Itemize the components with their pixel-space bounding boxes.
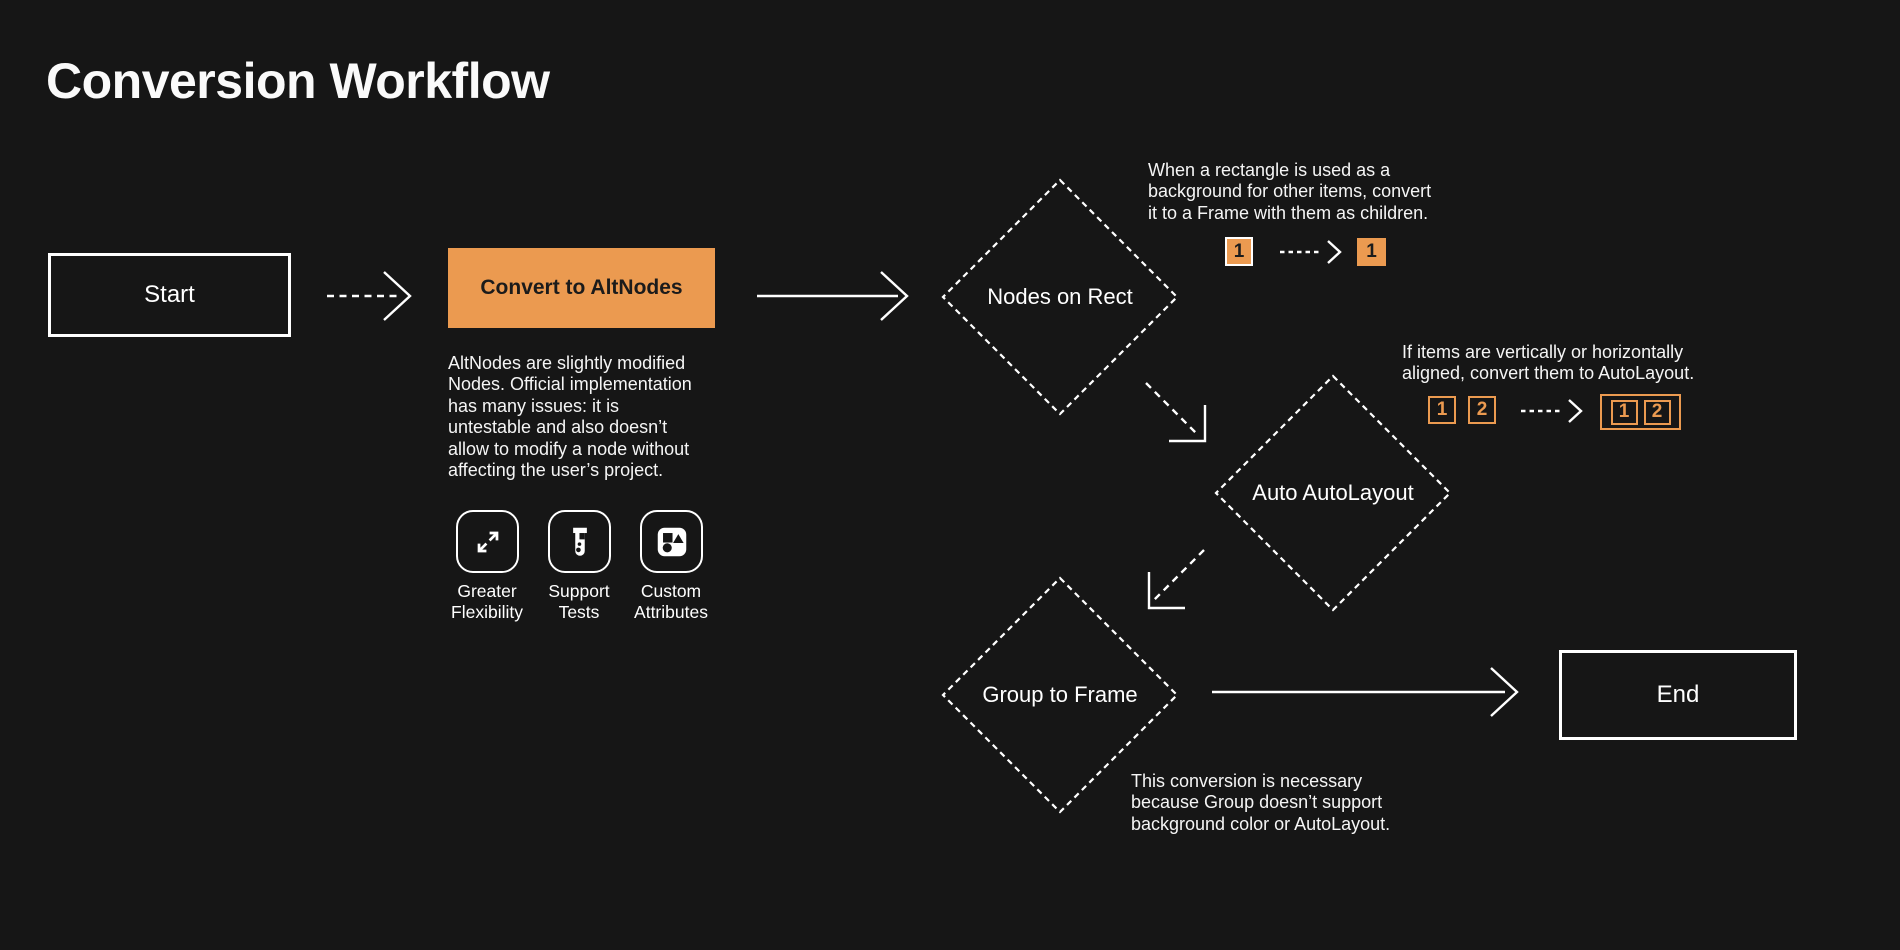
- node-convert-to-altnodes: Convert to AltNodes: [448, 248, 715, 328]
- page-title: Conversion Workflow: [46, 53, 550, 109]
- expand-arrows-icon: [477, 531, 498, 552]
- arrow-autolayout-to-group: [1153, 549, 1205, 601]
- annotation-autolayout: If items are vertically or horizontally …: [1402, 342, 1695, 384]
- node-nodes-on-rect-label: Nodes on Rect: [987, 284, 1133, 309]
- chip-item-2: 2: [1468, 396, 1496, 424]
- node-start-label: Start: [144, 281, 195, 308]
- altnodes-note: AltNodes are slightly modified Nodes. Of…: [448, 353, 692, 481]
- test-tube-icon: [572, 527, 587, 556]
- chip-autolayout-group: 1 2: [1600, 394, 1681, 430]
- chip-rectangle-1: 1: [1225, 237, 1253, 266]
- node-start: Start: [48, 253, 291, 337]
- arrowhead-nodes-to-autolayout: [1169, 405, 1207, 443]
- arrowhead-autolayout-to-group: [1147, 572, 1185, 610]
- node-convert-label: Convert to AltNodes: [480, 276, 683, 299]
- feature-card-greater-flexibility: [456, 510, 519, 573]
- feature-label-custom-attributes: Custom Attributes: [634, 581, 708, 622]
- chip-grouped-item-2: 2: [1643, 399, 1671, 425]
- chip-frame-1: 1: [1357, 238, 1386, 266]
- diamond-nodes-on-rect: [941, 178, 1179, 416]
- feature-card-custom-attributes: [640, 510, 703, 573]
- annotation-rect-to-frame: When a rectangle is used as a background…: [1148, 160, 1432, 223]
- arrowhead-group-to-end: [1490, 667, 1519, 717]
- node-end: End: [1559, 650, 1797, 740]
- feature-label-greater-flexibility: Greater Flexibility: [451, 581, 523, 622]
- diamond-group-to-frame: [941, 576, 1179, 814]
- feature-label-support-tests: Support Tests: [548, 581, 610, 622]
- shapes-icon: [657, 527, 686, 556]
- arrowhead-start-to-convert: [383, 271, 412, 321]
- chip-grouped-item-1: 1: [1610, 399, 1638, 425]
- node-group-to-frame-label: Group to Frame: [982, 682, 1138, 707]
- node-end-label: End: [1656, 681, 1700, 708]
- feature-card-support-tests: [548, 510, 611, 573]
- chip-item-1: 1: [1428, 396, 1456, 424]
- node-auto-autolayout-label: Auto AutoLayout: [1252, 480, 1414, 505]
- arrowhead-convert-to-nodes-on-rect: [880, 271, 909, 321]
- arrowhead-chip-rect-to-frame: [1327, 240, 1342, 264]
- annotation-group-note: This conversion is necessary because Gro…: [1131, 771, 1391, 834]
- arrowhead-chips-to-autolayout-group: [1568, 399, 1583, 423]
- diamond-auto-autolayout: [1214, 374, 1452, 612]
- arrow-nodes-to-autolayout: [1145, 382, 1197, 434]
